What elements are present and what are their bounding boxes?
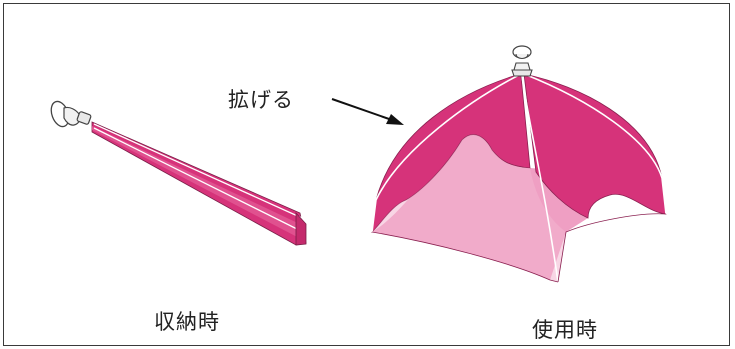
spread-label: 拡げる — [228, 88, 294, 112]
folded-umbrella — [50, 100, 307, 246]
in-use-caption: 使用時 — [532, 318, 598, 342]
folded-knob — [50, 100, 92, 128]
opened-knob — [511, 45, 533, 77]
stored-caption: 収納時 — [154, 310, 220, 334]
opened-umbrella — [371, 45, 667, 283]
spread-arrow — [331, 98, 404, 125]
